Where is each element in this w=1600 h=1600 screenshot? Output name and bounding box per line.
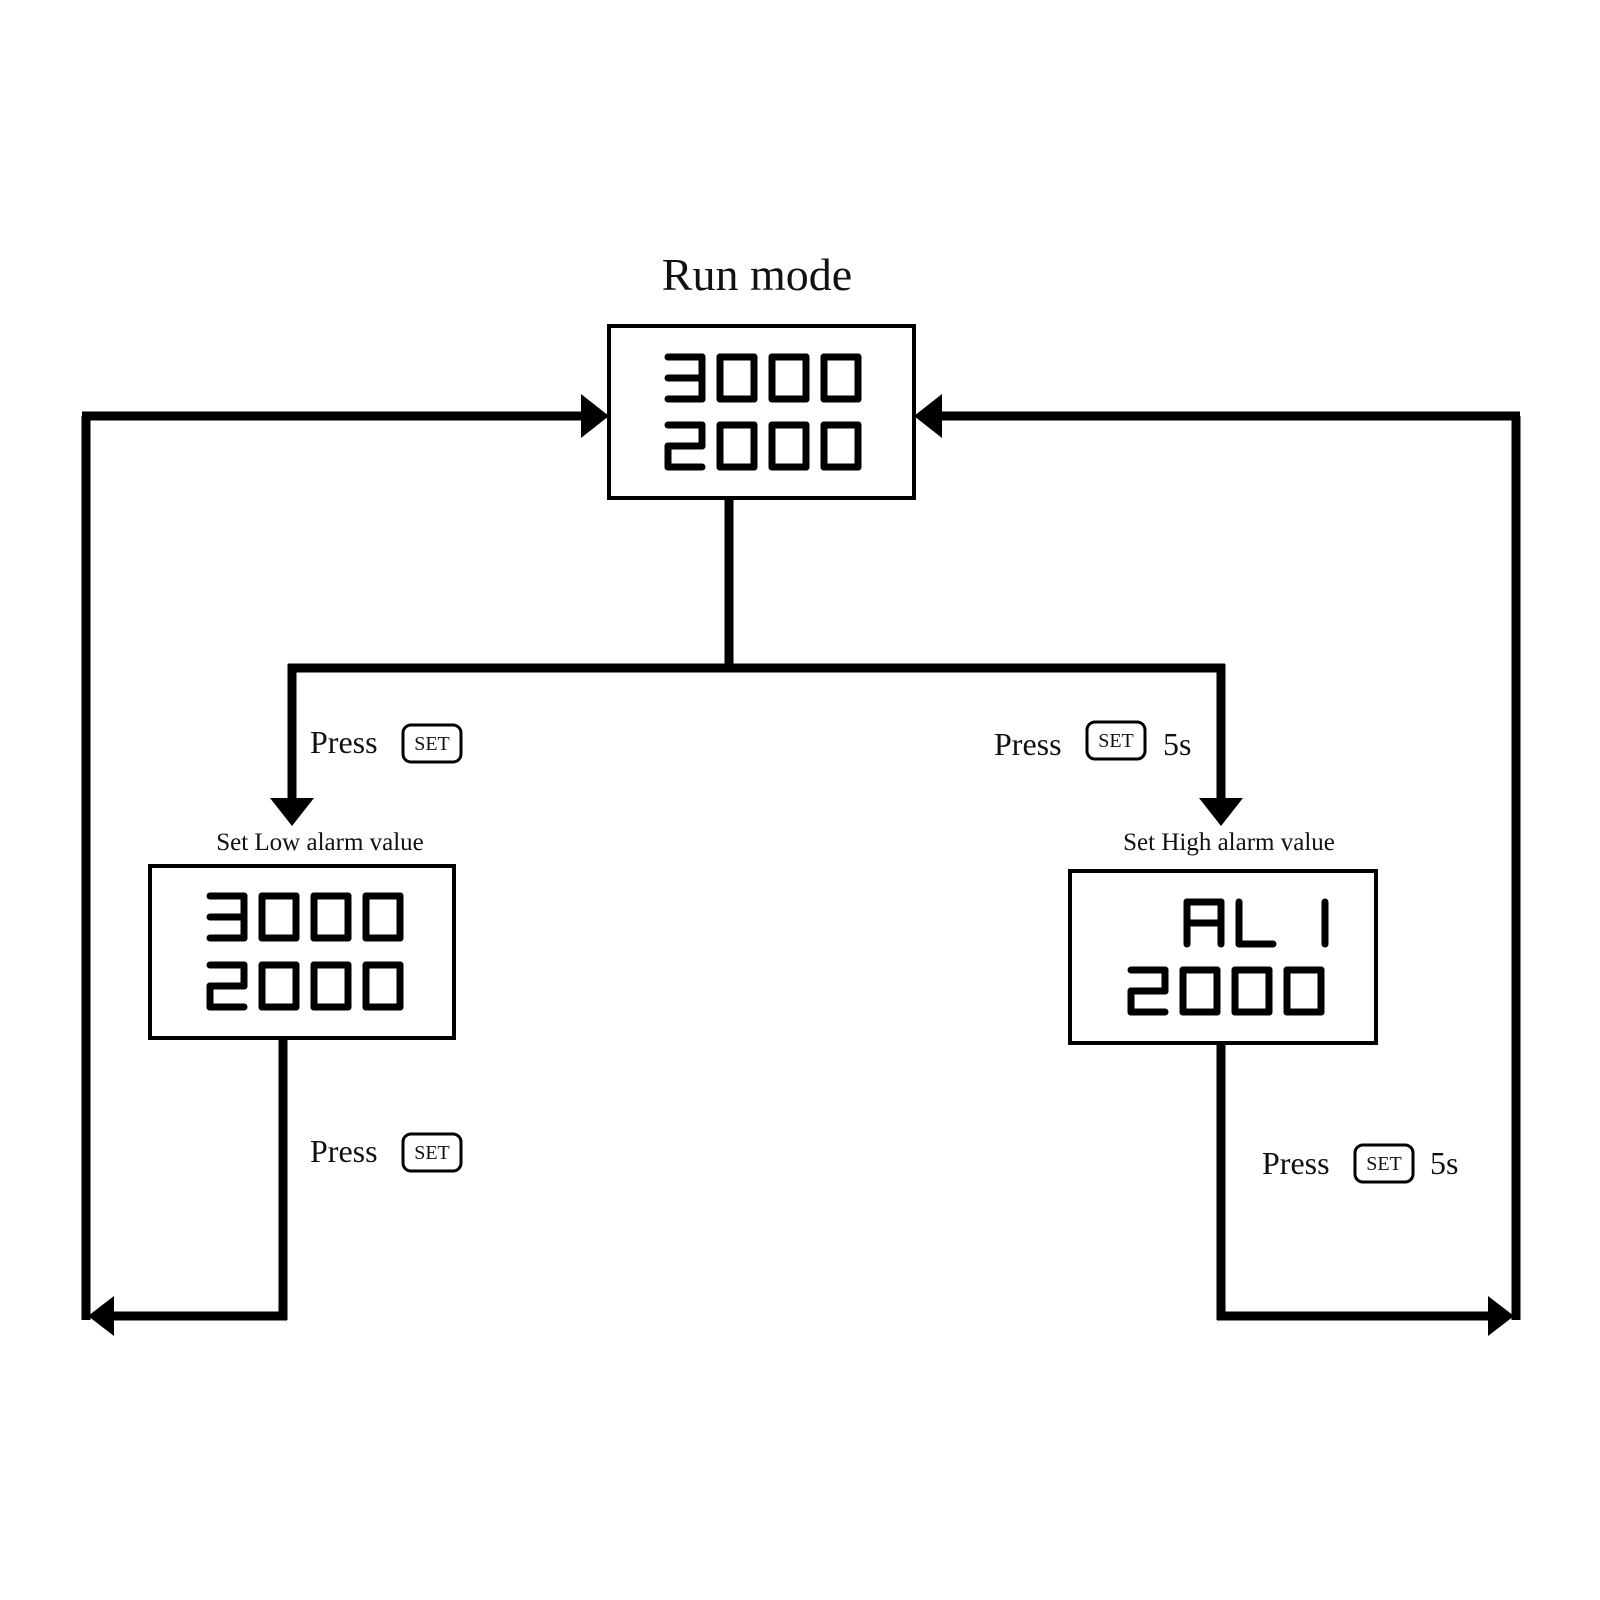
arrow-to-high-alarm bbox=[1199, 798, 1243, 826]
arrow-high-return-right bbox=[1488, 1296, 1514, 1336]
svg-text:SET: SET bbox=[414, 733, 450, 755]
svg-text:SET: SET bbox=[1098, 730, 1134, 752]
lcd-digit bbox=[664, 421, 706, 471]
svg-text:SET: SET bbox=[1366, 1153, 1402, 1175]
lcd-digit bbox=[664, 353, 706, 403]
lcd-digit bbox=[258, 961, 300, 1011]
lcd-digit bbox=[362, 892, 404, 942]
low-alarm-display: 3000 2000 bbox=[148, 864, 456, 1040]
lcd-digit bbox=[716, 421, 758, 471]
press-set-high-enter: Press SET 5s bbox=[994, 720, 1191, 762]
run-mode-display-top: 3000 bbox=[664, 353, 862, 403]
lcd-digit bbox=[362, 961, 404, 1011]
lcd-digit bbox=[1179, 966, 1221, 1016]
lcd-digit bbox=[310, 961, 352, 1011]
lcd-digit bbox=[206, 961, 248, 1011]
low-alarm-display-top: 3000 bbox=[206, 892, 404, 942]
svg-text:5s: 5s bbox=[1163, 726, 1191, 762]
arrow-to-low-alarm bbox=[270, 798, 314, 826]
high-alarm-display: AL1 2000 bbox=[1068, 869, 1378, 1045]
lcd-digit bbox=[768, 421, 810, 471]
svg-text:5s: 5s bbox=[1430, 1145, 1458, 1181]
press-set-high-exit: Press SET 5s bbox=[1262, 1143, 1458, 1184]
low-alarm-display-bottom: 2000 bbox=[206, 961, 404, 1011]
lcd-digit bbox=[206, 892, 248, 942]
lcd-digit bbox=[716, 353, 758, 403]
set-key-icon bbox=[1085, 720, 1147, 761]
high-alarm-display-top: AL1 bbox=[1183, 898, 1329, 948]
svg-text:Press: Press bbox=[1262, 1145, 1330, 1181]
svg-text:Press: Press bbox=[310, 1133, 378, 1169]
set-key-icon bbox=[401, 723, 463, 764]
low-alarm-caption: Set Low alarm value bbox=[216, 829, 424, 856]
lcd-digit bbox=[1235, 898, 1277, 948]
lcd-digit bbox=[1283, 966, 1325, 1016]
run-mode-title: Run mode bbox=[662, 249, 852, 300]
high-alarm-caption: Set High alarm value bbox=[1123, 829, 1335, 856]
lcd-digit bbox=[768, 353, 810, 403]
lcd-digit bbox=[820, 353, 862, 403]
lcd-digit bbox=[820, 421, 862, 471]
svg-text:Press: Press bbox=[310, 724, 378, 760]
press-set-low-exit: Press SET bbox=[310, 1132, 463, 1173]
arrow-to-run-mode-right bbox=[914, 394, 942, 438]
svg-text:Press: Press bbox=[994, 726, 1062, 762]
arrow-to-run-mode-left bbox=[581, 394, 609, 438]
lcd-digit bbox=[310, 892, 352, 942]
set-key-icon bbox=[1353, 1143, 1415, 1184]
high-alarm-display-bottom: 2000 bbox=[1127, 966, 1325, 1016]
svg-text:SET: SET bbox=[414, 1142, 450, 1164]
arrow-low-return-left bbox=[88, 1296, 114, 1336]
lcd-digit bbox=[1231, 966, 1273, 1016]
set-key-icon bbox=[401, 1132, 463, 1173]
run-mode-display-bottom: 2000 bbox=[664, 421, 862, 471]
lcd-digit bbox=[258, 892, 300, 942]
lcd-digit bbox=[1127, 966, 1169, 1016]
run-mode-display: 3000 2000 bbox=[607, 324, 916, 500]
press-set-low-enter: Press SET bbox=[310, 723, 463, 764]
lcd-digit bbox=[1183, 898, 1225, 948]
